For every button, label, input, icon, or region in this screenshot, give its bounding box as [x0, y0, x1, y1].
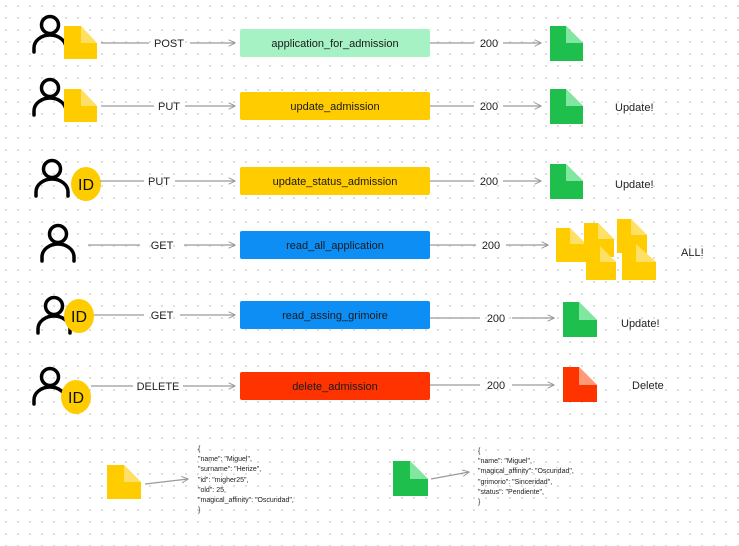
- user-id-icon: ID: [32, 366, 91, 414]
- result-label: Update!: [621, 318, 660, 330]
- json-line: "grimorio": "Sinceridad",: [478, 478, 553, 486]
- http-method-label: GET: [151, 240, 174, 252]
- status-code-label: 200: [487, 380, 505, 392]
- result-label: ALL!: [681, 247, 704, 259]
- http-method-label: PUT: [148, 176, 170, 188]
- result-label: Delete: [632, 380, 664, 392]
- row-delete-admission: ID DELETE delete_admission 200 Delete: [32, 366, 664, 414]
- json-line: "status": "Pendiente",: [478, 488, 544, 496]
- endpoint-box-read-all-application: [240, 231, 430, 259]
- http-method-label: PUT: [158, 101, 180, 113]
- endpoint-box-update-admission: [240, 92, 430, 120]
- endpoint-label: read_all_application: [286, 240, 384, 252]
- green-document-icon: [550, 89, 583, 124]
- status-code-label: 200: [480, 101, 498, 113]
- endpoint-box-application-for-admission: [240, 29, 430, 57]
- example-application-icon-group: [107, 465, 188, 499]
- connector-arrow: [144, 479, 188, 485]
- red-document-icon: [563, 367, 597, 402]
- endpoint-label: update_admission: [290, 101, 379, 113]
- row-put-update-status-admission: ID PUT update_status_admission 200 Updat…: [34, 158, 654, 201]
- json-line: "magical_affinity": "Oscuridad",: [478, 468, 574, 476]
- json-line: "name": "Miguel",: [198, 456, 252, 464]
- yellow-document-icon: [107, 465, 141, 499]
- row-get-read-all-application: GET read_all_application 200 ALL!: [40, 219, 704, 280]
- user-id-icon: ID: [34, 158, 101, 201]
- id-badge-label: ID: [71, 309, 87, 326]
- id-badge-label: ID: [78, 177, 94, 194]
- green-document-icon: [393, 461, 428, 496]
- user-document-icon: [32, 77, 97, 122]
- json-line: }: [478, 499, 481, 507]
- status-code-label: 200: [487, 313, 505, 325]
- endpoint-label: delete_admission: [292, 381, 378, 393]
- json-line: {: [198, 446, 201, 453]
- yellow-documents-stack-icon: [556, 219, 656, 280]
- result-label: Update!: [615, 102, 654, 114]
- grimoire-json-example: { "name": "Miguel", "magical_affinity": …: [478, 447, 574, 508]
- status-code-label: 200: [480, 176, 498, 188]
- http-method-label: GET: [151, 310, 174, 322]
- row-put-update-admission: PUT update_admission 200 Update!: [32, 77, 654, 124]
- http-method-label: DELETE: [137, 381, 180, 393]
- user-icon: [40, 223, 76, 263]
- row-post-application: POST application_for_admission 200: [32, 14, 583, 61]
- connector-arrow: [430, 472, 469, 480]
- http-method-label: POST: [154, 38, 184, 50]
- endpoint-box-delete-admission: [240, 372, 430, 400]
- id-badge-label: ID: [68, 390, 84, 407]
- json-line: "surname": "Herize",: [198, 466, 262, 474]
- json-line: "name": "Miguel",: [478, 458, 532, 466]
- green-document-icon: [563, 302, 597, 337]
- application-json-example: { "name": "Miguel", "surname": "Herize",…: [198, 445, 294, 516]
- json-line: "id": "migher25",: [198, 476, 249, 484]
- json-line: }: [198, 507, 201, 515]
- endpoint-box-update-status-admission: [240, 167, 430, 195]
- endpoint-label: read_assing_grimoire: [282, 310, 388, 322]
- row-get-read-assing-grimoire: ID GET read_assing_grimoire 200 Update!: [36, 295, 660, 337]
- result-label: Update!: [615, 179, 654, 191]
- endpoint-label: update_status_admission: [273, 176, 398, 188]
- endpoint-box-read-assing-grimoire: [240, 301, 430, 329]
- json-line: "old": 25,: [198, 486, 226, 494]
- status-code-label: 200: [482, 240, 500, 252]
- json-line: "magical_affinity": "Oscuridad",: [198, 497, 294, 505]
- example-grimoire-icon-group: [393, 461, 469, 496]
- json-line: {: [478, 448, 481, 455]
- user-document-icon: [32, 14, 97, 59]
- user-id-icon: ID: [36, 295, 94, 335]
- green-document-icon: [550, 164, 583, 199]
- green-document-icon: [550, 26, 583, 61]
- status-code-label: 200: [480, 38, 498, 50]
- endpoint-label: application_for_admission: [271, 38, 398, 50]
